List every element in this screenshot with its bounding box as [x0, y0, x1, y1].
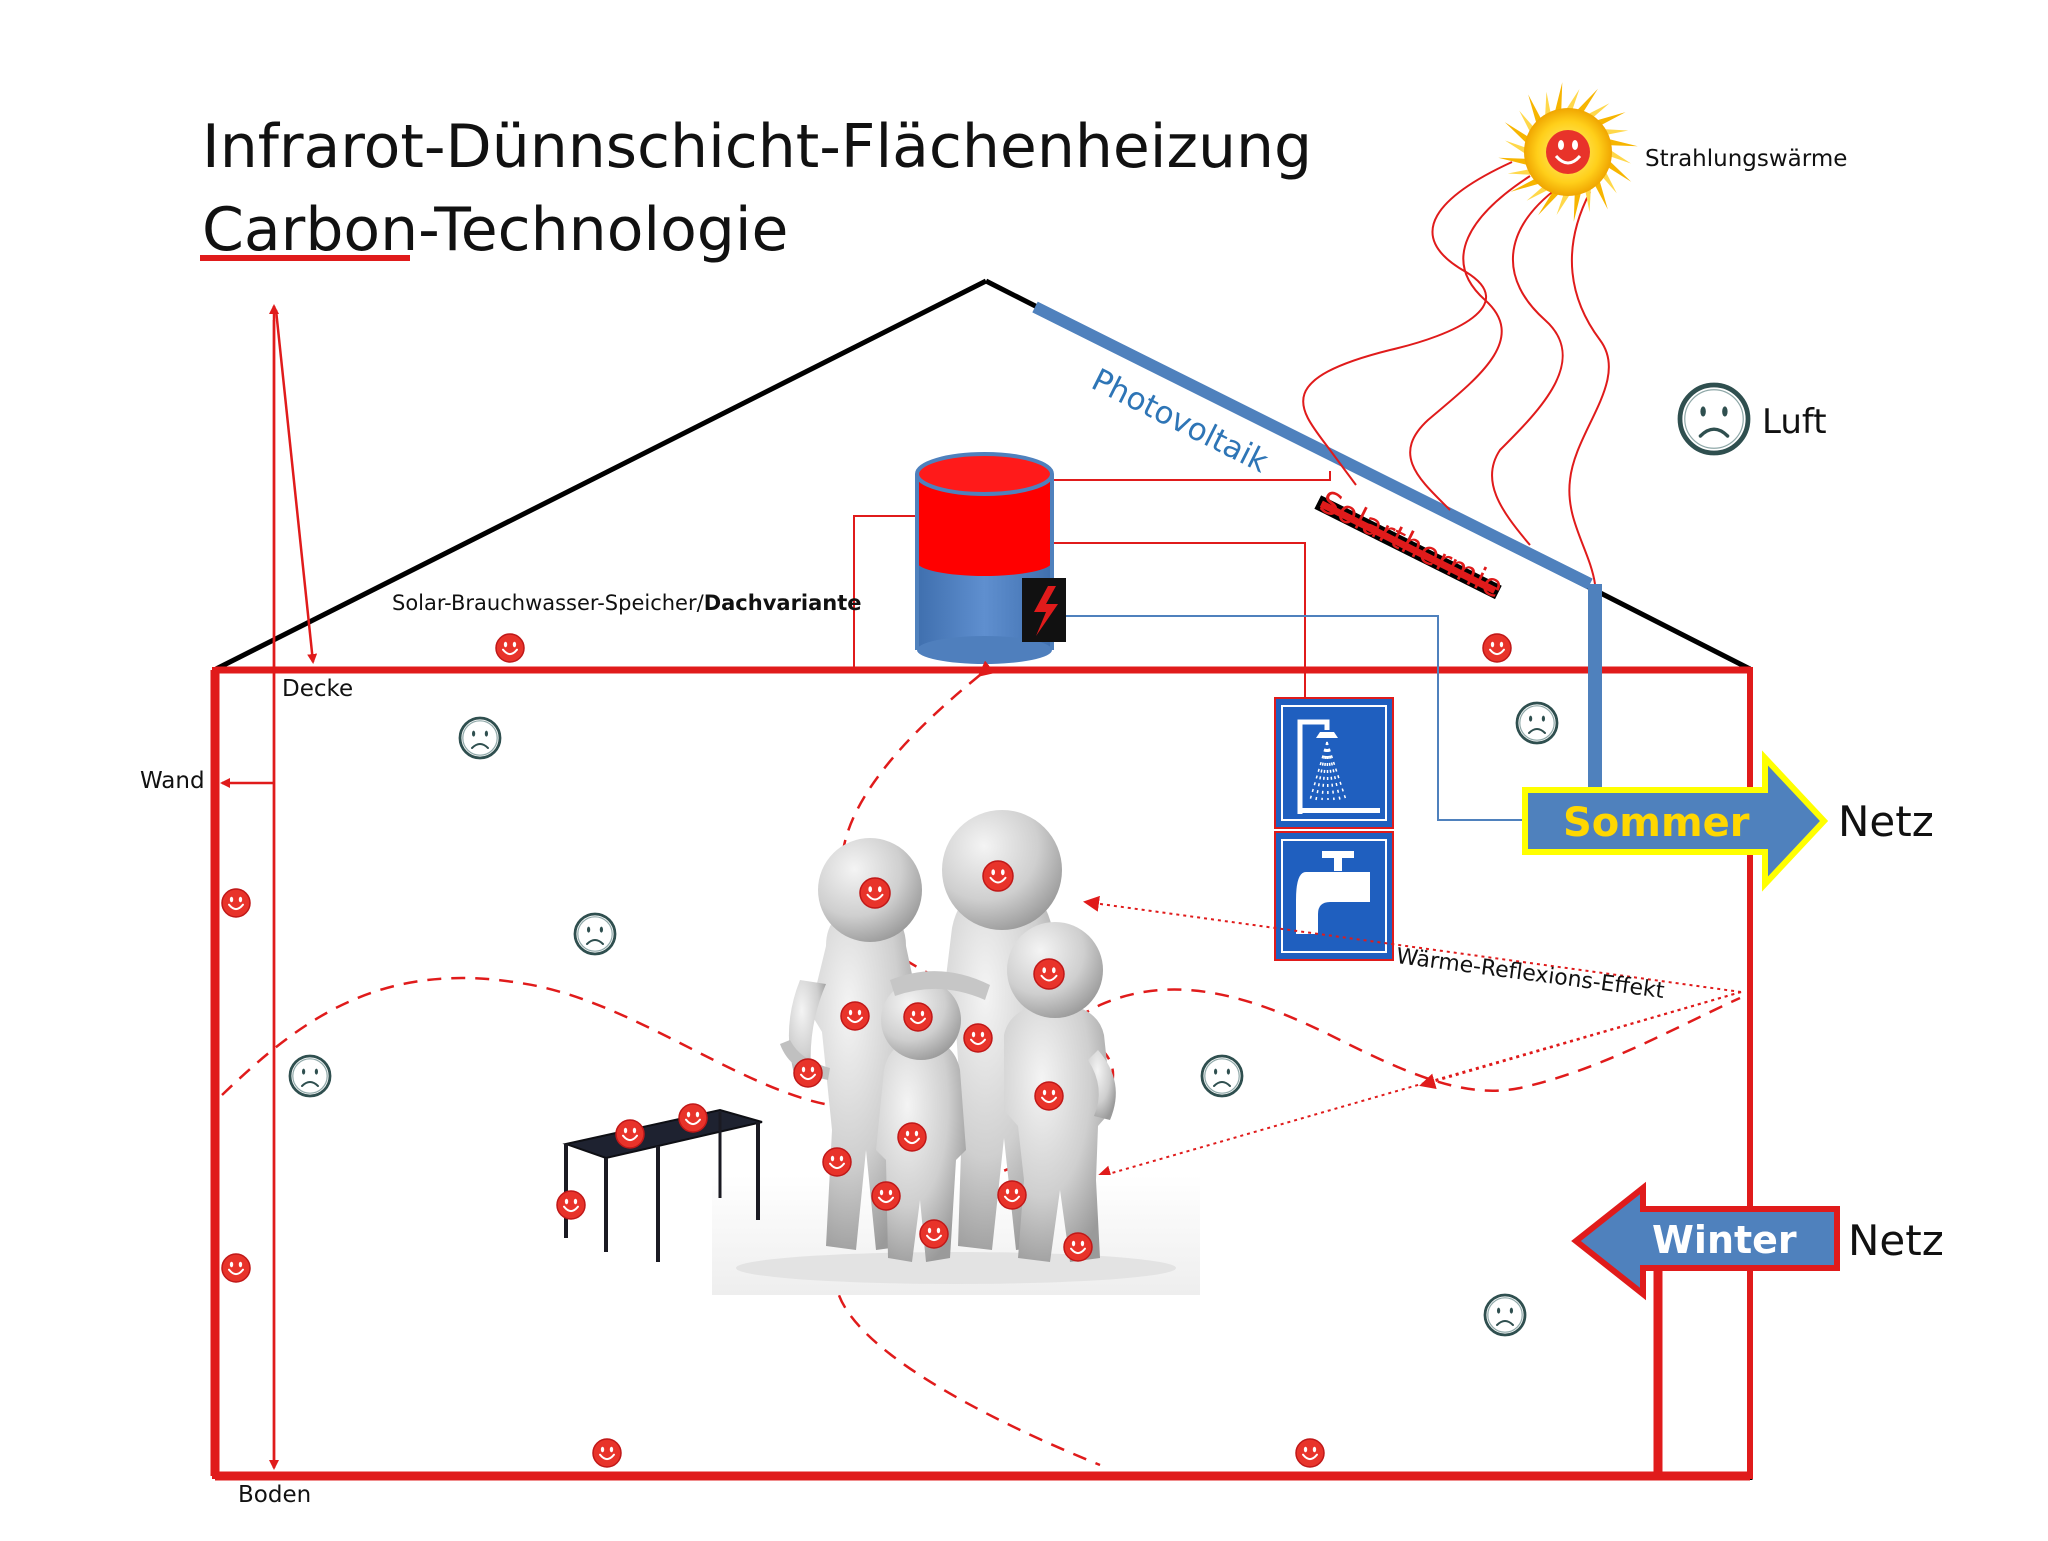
happy-face-icon	[982, 860, 1014, 892]
sad-face-icon	[288, 1054, 332, 1098]
sad-face-icon	[1483, 1293, 1527, 1337]
happy-face-icon	[592, 1438, 622, 1468]
page-subtitle: Carbon-Technologie	[202, 195, 788, 265]
happy-face-icon	[963, 1023, 993, 1053]
reflection-arrow-upper	[1083, 895, 1742, 993]
happy-face-icon	[897, 1122, 927, 1152]
pipe-tank-to-summer	[1050, 615, 1525, 821]
grid-label-winter: Netz	[1848, 1216, 1944, 1265]
happy-face-icon	[1063, 1232, 1093, 1262]
summer-arrow[interactable]	[1522, 750, 1829, 892]
pipe-tank-to-ceiling	[853, 515, 917, 670]
wall-label: Wand	[140, 768, 205, 794]
photovoltaik-system	[1032, 301, 1602, 808]
grid-label-summer: Netz	[1838, 797, 1934, 846]
happy-face-icon	[840, 1001, 870, 1031]
family-figures	[712, 810, 1200, 1295]
happy-face-icon	[1295, 1438, 1325, 1468]
storage-label-bold: Dachvariante	[703, 591, 862, 615]
happy-face-icon	[793, 1058, 823, 1088]
happy-face-icon	[903, 1002, 933, 1032]
happy-face-icon	[871, 1181, 901, 1211]
happy-face-icon	[221, 888, 251, 918]
happy-face-icon	[221, 1253, 251, 1283]
happy-face-icon	[495, 633, 525, 663]
happy-face-icon	[919, 1219, 949, 1249]
winter-label: Winter	[1652, 1218, 1797, 1262]
storage-label: Solar-Brauchwasser-Speicher/Dachvariante	[392, 591, 862, 615]
happy-face-icon	[678, 1103, 708, 1133]
storage-label-regular: Solar-Brauchwasser-Speicher/	[392, 591, 704, 615]
dimension-arrows	[220, 304, 318, 1470]
happy-face-icon	[556, 1190, 586, 1220]
happy-face-icon	[997, 1180, 1027, 1210]
water-storage-tank	[915, 452, 1066, 664]
happy-face-icon	[615, 1119, 645, 1149]
pipe-tank-to-shower	[1050, 542, 1306, 699]
subtitle-rest: -Technologie	[418, 195, 789, 265]
subtitle-underline	[200, 255, 410, 261]
page-title: Infrarot-Dünnschicht-Flächenheizung	[202, 112, 1313, 182]
smiley-layer	[221, 382, 1751, 1468]
solarthermie-panel	[1314, 495, 1502, 600]
happy-face-icon	[1482, 633, 1512, 663]
tank-divider	[917, 548, 1052, 576]
air-label: Luft	[1762, 402, 1827, 442]
happy-face-icon	[822, 1147, 852, 1177]
tank-top	[915, 452, 1054, 496]
summer-label: Sommer	[1563, 800, 1750, 846]
water-tap-icon	[1274, 831, 1394, 961]
subtitle-underlined-word: Carbon	[202, 195, 419, 265]
happy-face-icon	[1033, 958, 1065, 990]
sad-face-icon	[1677, 382, 1751, 456]
ceiling-label: Decke	[282, 676, 354, 702]
pipes	[853, 471, 1525, 821]
sun-icon	[1498, 82, 1638, 222]
happy-face-icon	[859, 877, 891, 909]
winter-arrow[interactable]	[1571, 1181, 1840, 1476]
roof-left-edge	[214, 278, 988, 672]
ceiling-arrow	[274, 309, 318, 664]
tank-bottom	[917, 636, 1052, 664]
table	[562, 1108, 763, 1262]
photovoltaik-panel	[1032, 301, 1593, 590]
sad-face-icon	[573, 912, 617, 956]
shower-icon	[1274, 697, 1394, 829]
radiation-waves	[1302, 161, 1610, 585]
lightning-icon	[1034, 586, 1058, 636]
sad-face-icon	[1200, 1054, 1244, 1098]
sad-face-icon	[1515, 701, 1559, 745]
reflection-arrow-wall	[1419, 991, 1742, 1090]
pipe-solar-to-tank	[1050, 471, 1331, 481]
floor-label: Boden	[238, 1482, 312, 1508]
sun-label: Strahlungswärme	[1645, 146, 1848, 172]
reflection-arrows	[1083, 895, 1742, 1182]
happy-face-icon	[1034, 1081, 1064, 1111]
sad-face-icon	[458, 716, 502, 760]
